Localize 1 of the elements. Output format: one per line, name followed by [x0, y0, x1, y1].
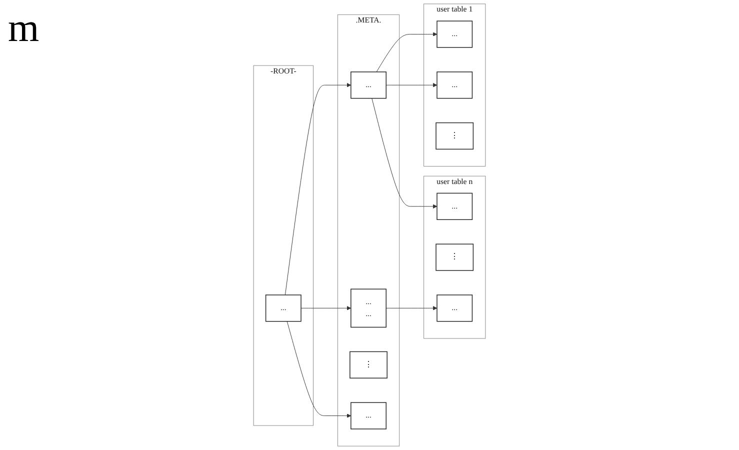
title-fragment: m — [8, 4, 40, 51]
